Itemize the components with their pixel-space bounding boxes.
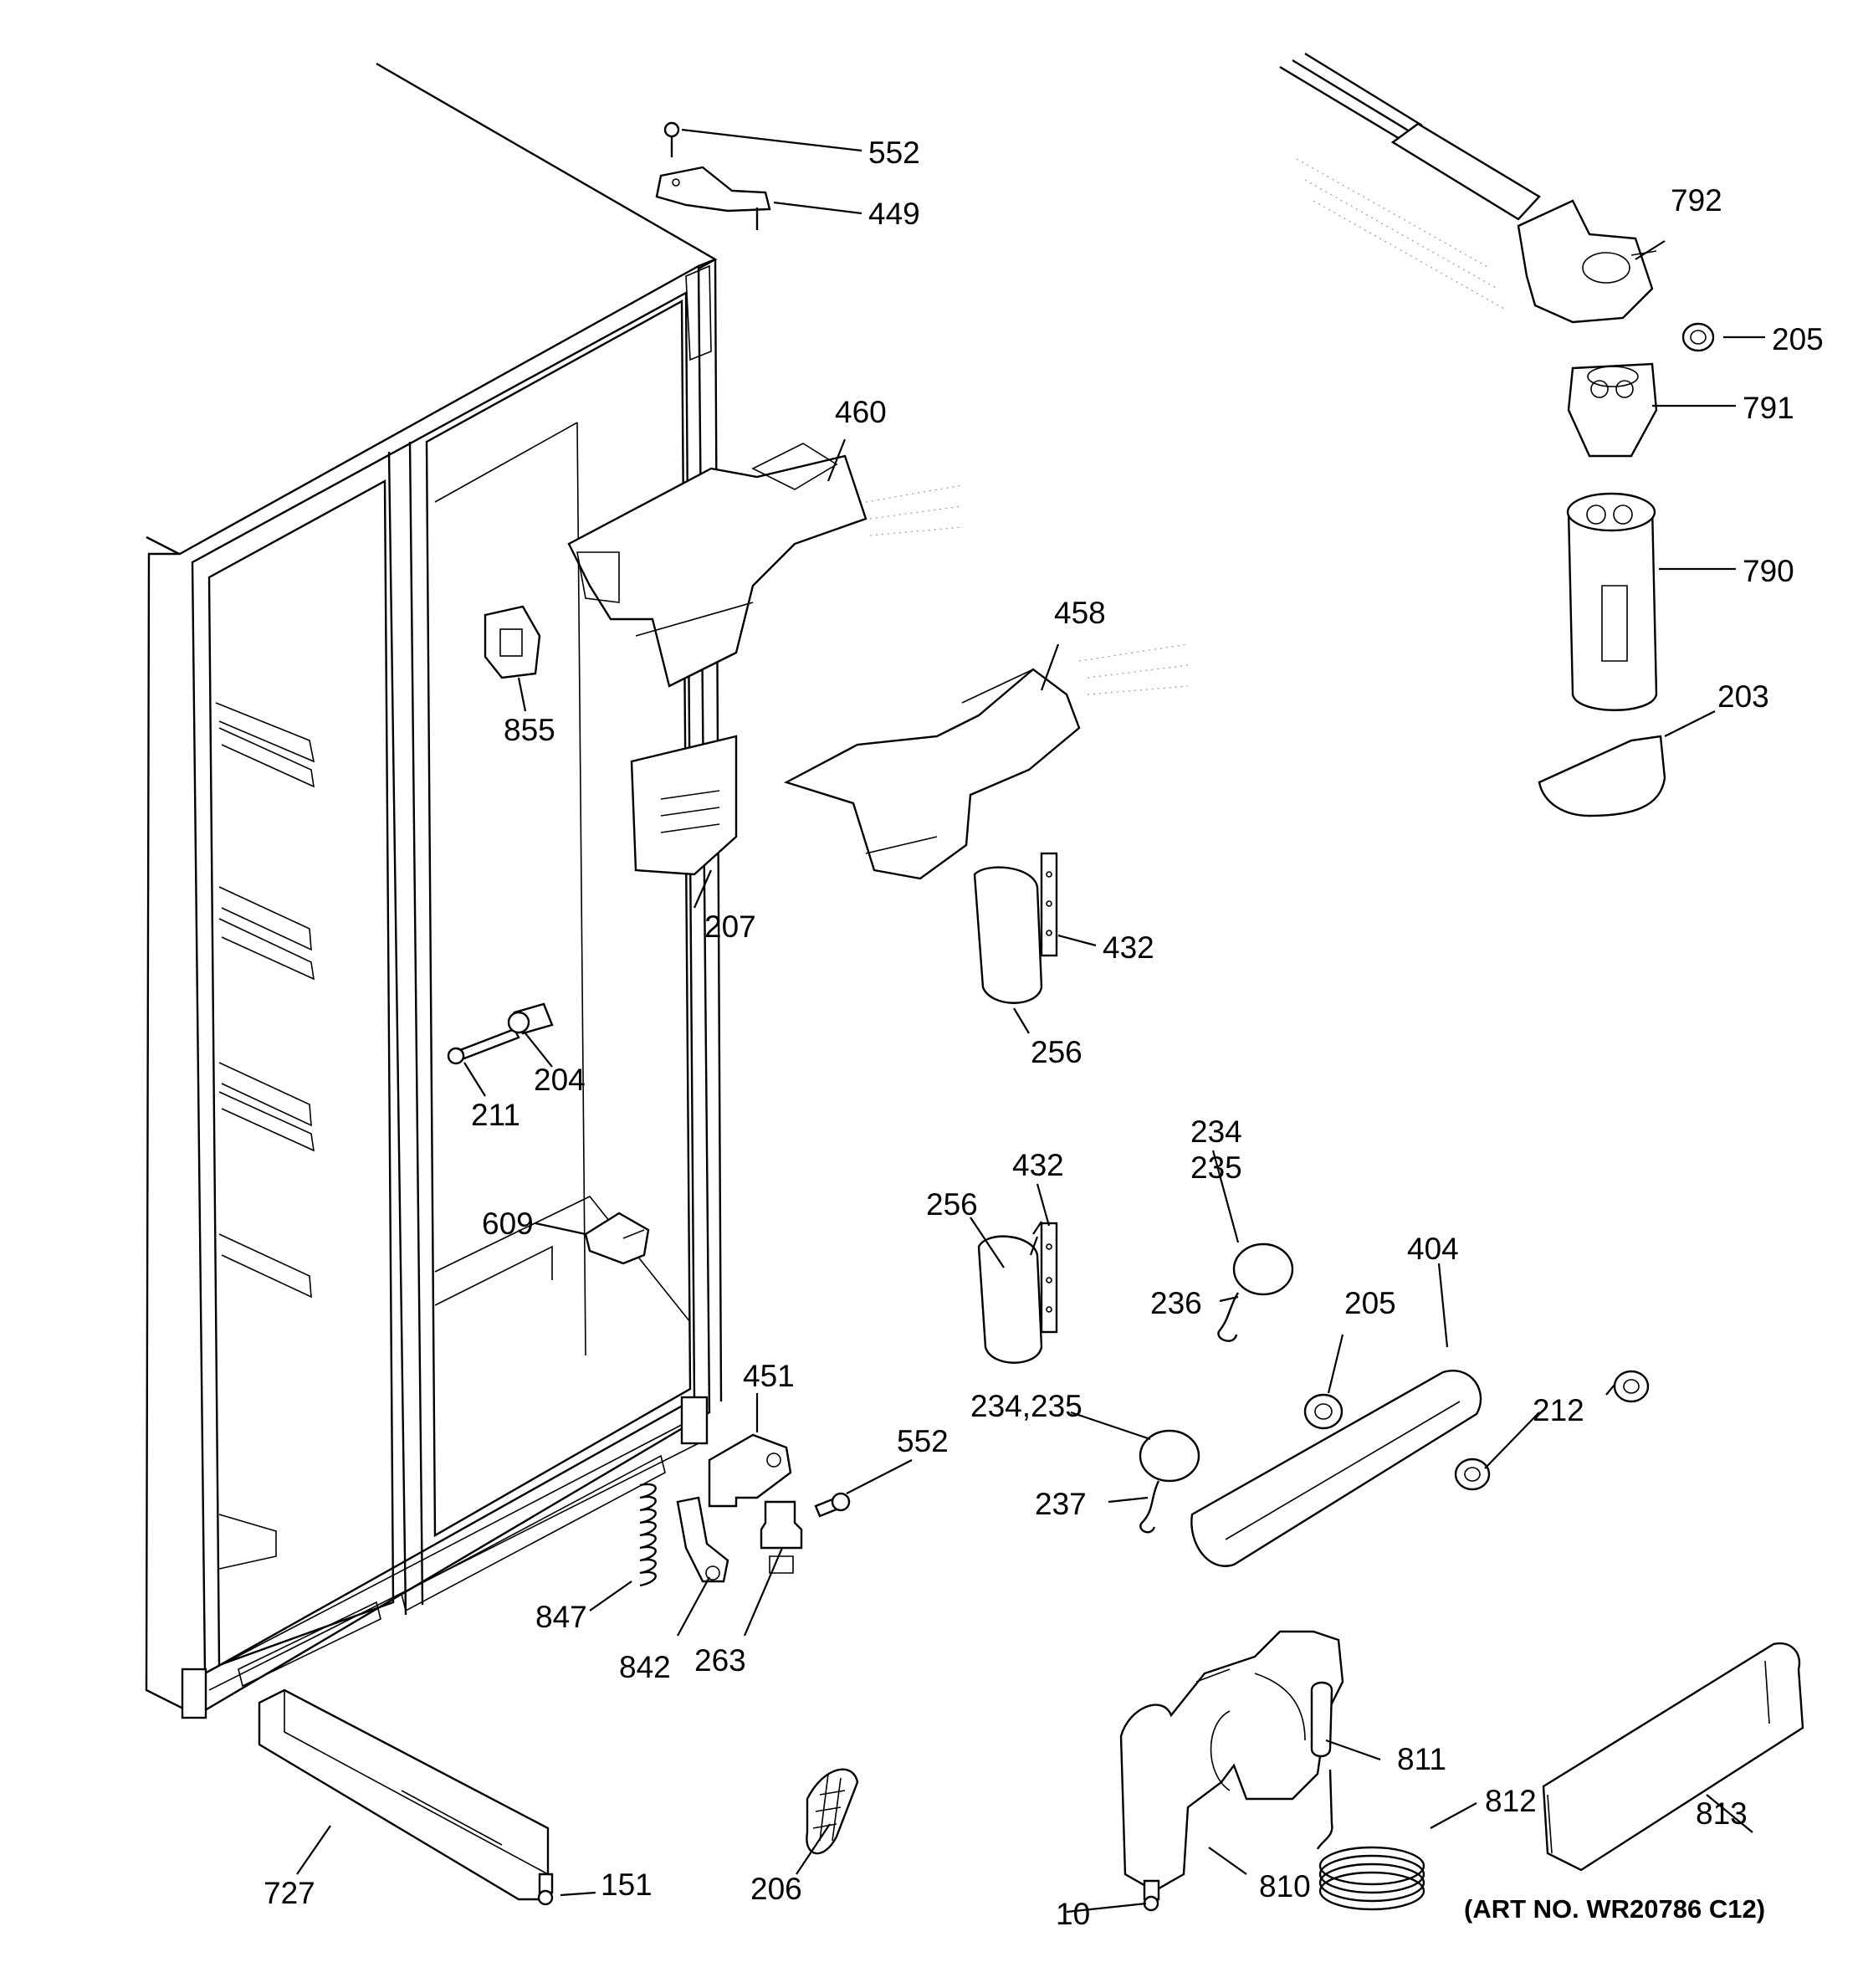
art-number: (ART NO. WR20786 C12) (1464, 1894, 1765, 1924)
part-237-spring (1139, 1480, 1160, 1534)
part-458-chute (783, 643, 1189, 880)
part-203-filter-cover (1538, 735, 1666, 817)
label-792: 792 (1671, 183, 1722, 218)
label-211: 211 (471, 1098, 520, 1132)
label-609: 609 (482, 1207, 534, 1241)
label-205-top: 205 (1772, 322, 1824, 356)
label-237: 237 (1035, 1487, 1087, 1521)
label-236: 236 (1150, 1286, 1202, 1320)
part-847-spring (639, 1483, 657, 1587)
part-212-plug-right (1613, 1370, 1650, 1403)
label-791: 791 (1743, 391, 1794, 425)
part-labels: 552 449 460 855 458 207 432 256 204 211 … (264, 136, 1824, 1931)
water-lines (1279, 52, 1541, 221)
part-432-bracket-lower (1040, 1222, 1058, 1334)
part-256-lens-lower (977, 1235, 1043, 1364)
label-203: 203 (1717, 679, 1769, 714)
part-204-spacer (507, 1002, 554, 1035)
label-234-235: 234,235 (970, 1389, 1082, 1423)
part-236-spring (1217, 1292, 1240, 1342)
label-212: 212 (1533, 1393, 1584, 1427)
label-847: 847 (535, 1600, 587, 1634)
label-552-top: 552 (868, 136, 920, 170)
label-460: 460 (835, 395, 887, 429)
label-234: 234 (1190, 1114, 1242, 1149)
label-810: 810 (1259, 1869, 1311, 1903)
label-842: 842 (619, 1650, 671, 1684)
label-263: 263 (694, 1643, 746, 1678)
part-727-kickplate (258, 1688, 550, 1901)
label-811: 811 (1397, 1742, 1446, 1776)
part-212-plug-left (1454, 1458, 1491, 1491)
part-10-screw (1143, 1879, 1160, 1912)
part-552-screw-top (663, 121, 680, 157)
label-256-lower: 256 (926, 1187, 978, 1222)
part-790-filter-cartridge (1566, 492, 1658, 711)
label-855: 855 (504, 713, 555, 747)
label-256-upper: 256 (1031, 1035, 1082, 1069)
part-855-bracket (484, 605, 541, 679)
label-204: 204 (534, 1063, 586, 1097)
part-432-bracket-upper (1040, 852, 1058, 957)
part-609-switch (584, 1212, 650, 1265)
part-211-screw (447, 1027, 520, 1065)
part-792-filter-head (1296, 158, 1657, 324)
part-151-screw (537, 1873, 554, 1906)
part-256-lens-upper (973, 866, 1043, 1004)
part-449-hinge-top (655, 166, 771, 230)
part-205-plug-top (1681, 322, 1715, 352)
part-460-air-duct (567, 443, 963, 688)
label-151: 151 (601, 1868, 653, 1902)
label-451: 451 (743, 1359, 795, 1393)
label-205-mid: 205 (1344, 1286, 1396, 1320)
label-207: 207 (704, 909, 756, 944)
label-813: 813 (1696, 1796, 1748, 1831)
label-432-lower: 432 (1012, 1148, 1064, 1182)
part-810-dispenser-housing (1119, 1630, 1344, 1893)
label-812: 812 (1485, 1784, 1537, 1818)
part-842-cam (676, 1496, 729, 1583)
part-207-cover (630, 735, 738, 876)
label-790: 790 (1743, 554, 1794, 588)
label-727: 727 (264, 1876, 315, 1910)
part-206-grille (806, 1768, 859, 1855)
label-10: 10 (1056, 1897, 1090, 1931)
label-404: 404 (1407, 1232, 1459, 1266)
part-552-screw-bottom (814, 1492, 851, 1518)
part-811-tube (1310, 1681, 1333, 1758)
label-552-bottom: 552 (897, 1424, 949, 1458)
freezer-shelves (215, 702, 315, 1570)
label-235: 235 (1190, 1150, 1242, 1185)
part-234-235-cap-lower (1139, 1429, 1200, 1483)
part-451-hinge-bottom (708, 1433, 792, 1508)
leader-lines (296, 128, 1765, 1914)
refrigerator-cabinet (145, 62, 723, 1719)
part-234-235-cap-upper (1232, 1242, 1294, 1296)
label-449: 449 (868, 197, 920, 231)
label-432-upper: 432 (1103, 930, 1154, 965)
part-263-stop (760, 1500, 803, 1574)
part-404-cover-tube (1190, 1370, 1482, 1567)
part-205-plug-mid (1303, 1393, 1344, 1430)
label-206: 206 (750, 1872, 802, 1906)
part-813-cover (1542, 1642, 1804, 1872)
part-812-water-coil (1316, 1769, 1425, 1911)
part-791-bypass-plug (1567, 362, 1658, 458)
label-458: 458 (1054, 596, 1106, 630)
